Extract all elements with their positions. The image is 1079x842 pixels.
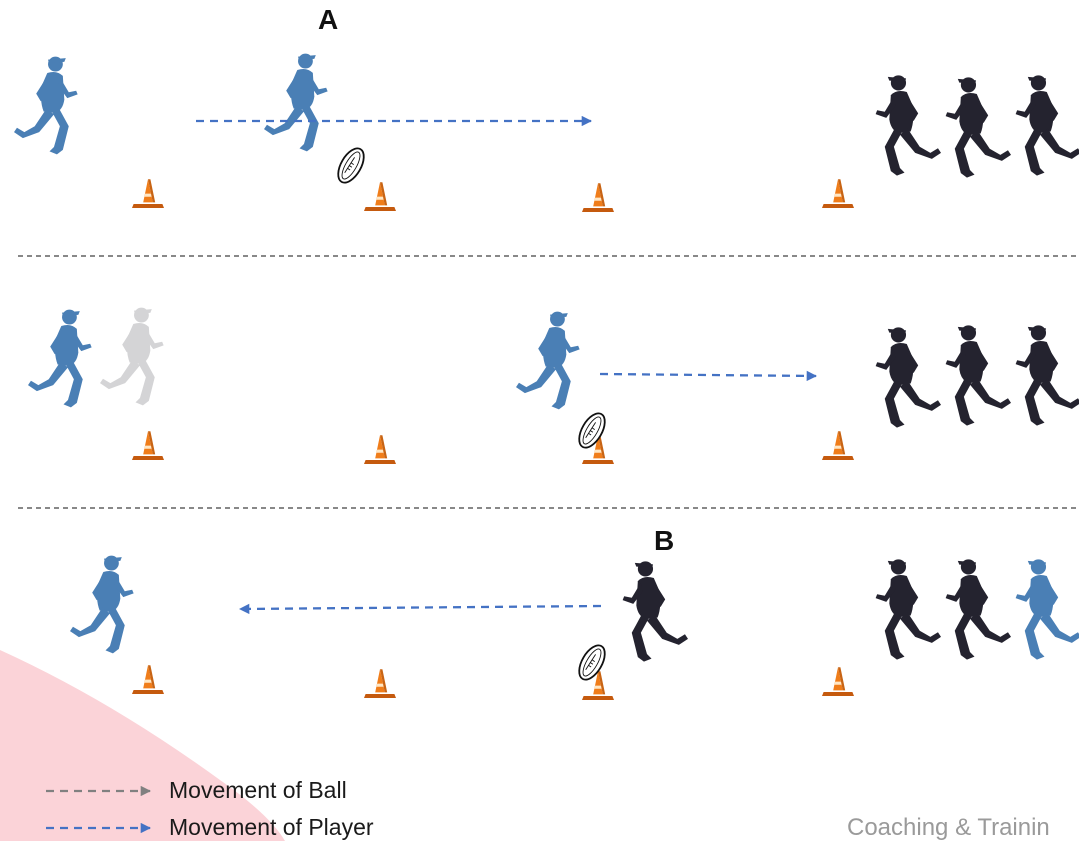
player-movement-arrow bbox=[599, 370, 818, 382]
traffic-cone-icon bbox=[364, 435, 396, 464]
runner-icon bbox=[1015, 75, 1079, 176]
player-movement-arrow bbox=[238, 603, 602, 615]
traffic-cone-icon bbox=[132, 665, 164, 694]
traffic-cone-icon bbox=[364, 182, 396, 211]
label-a: A bbox=[318, 4, 339, 35]
rugby-ball-icon bbox=[333, 143, 369, 188]
traffic-cone-icon bbox=[822, 667, 854, 696]
runner-icon bbox=[70, 555, 134, 654]
runner-icon bbox=[28, 309, 92, 408]
runner-icon bbox=[945, 559, 1011, 660]
accent-swoosh bbox=[0, 650, 285, 841]
traffic-cone-icon bbox=[364, 669, 396, 698]
runner-icon bbox=[875, 559, 941, 660]
legend-player-text: Movement of Player bbox=[169, 814, 374, 840]
traffic-cone-icon bbox=[132, 431, 164, 460]
runner-icon bbox=[516, 311, 580, 410]
runner-icon bbox=[1015, 325, 1079, 426]
traffic-cone-icon bbox=[582, 183, 614, 212]
panel-1 bbox=[14, 53, 1079, 212]
runner-icon bbox=[945, 77, 1011, 178]
runner-icon bbox=[100, 307, 164, 406]
runner-icon bbox=[14, 56, 78, 155]
runner-icon bbox=[622, 561, 688, 662]
rugby-ball-icon bbox=[574, 640, 610, 685]
runner-icon bbox=[264, 53, 328, 152]
runner-icon bbox=[875, 327, 941, 428]
label-b: B bbox=[654, 525, 675, 556]
legend-ball-text: Movement of Ball bbox=[169, 777, 347, 803]
footer-text: Coaching & Trainin bbox=[847, 814, 1050, 841]
traffic-cone-icon bbox=[822, 179, 854, 208]
traffic-cone-icon bbox=[132, 179, 164, 208]
rugby-ball-icon bbox=[574, 408, 610, 453]
runner-icon bbox=[1015, 559, 1079, 660]
panel-2 bbox=[28, 307, 1079, 464]
runner-icon bbox=[945, 325, 1011, 426]
runner-icon bbox=[875, 75, 941, 176]
panel-3 bbox=[70, 555, 1079, 700]
traffic-cone-icon bbox=[822, 431, 854, 460]
